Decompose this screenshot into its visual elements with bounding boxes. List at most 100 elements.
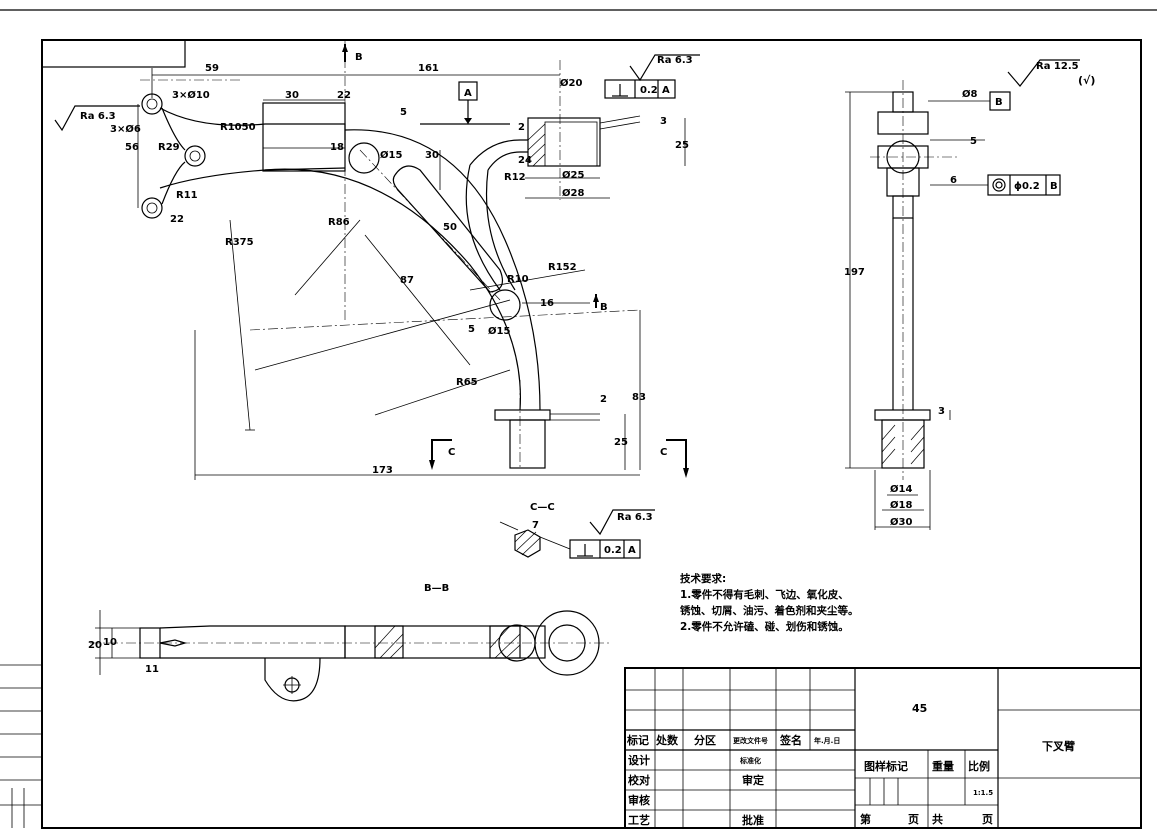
tb-sheet-no: 第	[860, 812, 871, 826]
dim-r152: R152	[548, 262, 577, 273]
main-view	[137, 40, 689, 480]
section-mark-b-top: B	[355, 52, 363, 63]
dim-phi30: Ø30	[890, 516, 912, 528]
tb-header-change-doc: 更改文件号	[733, 736, 768, 745]
section-bb-title: B—B	[424, 583, 449, 594]
tech-notes-line-2: 锈蚀、切屑、油污、着色剂和夹尘等。	[680, 604, 859, 617]
dim-r65: R65	[456, 377, 478, 388]
dim-16: 16	[540, 298, 554, 309]
tb-header-date: 年.月.日	[814, 736, 840, 745]
dim-25-b: 25	[675, 140, 689, 151]
dim-6: 6	[950, 175, 957, 186]
dim-phi18: Ø18	[890, 499, 912, 511]
dim-83: 83	[632, 392, 646, 403]
roughness-symbols	[54, 54, 1080, 536]
tb-sheet-page: 页	[908, 813, 919, 826]
dim-2-b: 2	[518, 122, 525, 133]
section-cc	[499, 521, 571, 558]
dim-3-b: 3	[938, 406, 945, 417]
dim-18: 18	[330, 142, 344, 153]
tb-sheets-page: 页	[982, 813, 993, 826]
tb-header-mark: 标记	[626, 733, 649, 747]
tb-role-process: 工艺	[628, 813, 650, 827]
dim-197: 197	[844, 267, 865, 278]
dim-25: 25	[614, 437, 628, 448]
dim-59: 59	[205, 63, 219, 74]
tb-scale-label: 比例	[968, 759, 990, 773]
side-view	[845, 80, 990, 530]
dim-3xphi10: 3×Ø10	[172, 89, 210, 101]
dim-r86: R86	[328, 217, 350, 228]
dim-173: 173	[372, 465, 393, 476]
dim-3xphi6: 3×Ø6	[110, 123, 141, 135]
coax-value: ϕ0.2	[1014, 181, 1040, 192]
tech-notes-line-1: 1.零件不得有毛刺、飞边、氧化皮、	[680, 588, 849, 601]
section-mark-b-right: B	[600, 302, 608, 313]
tolerance-frames	[569, 79, 1061, 559]
dim-3: 3	[660, 116, 667, 127]
dim-22: 22	[337, 90, 351, 101]
tb-header-count: 处数	[655, 733, 679, 747]
tech-notes-heading: 技术要求:	[680, 572, 726, 585]
roughness-ra125: Ra 12.5	[1036, 61, 1079, 72]
dim-22-b: 22	[170, 214, 184, 225]
coax-datum: B	[1050, 181, 1058, 192]
tb-weight: 重量	[932, 759, 954, 773]
dim-161: 161	[418, 63, 439, 74]
dim-5: 5	[400, 107, 407, 118]
dim-24: 24	[518, 155, 532, 166]
perp-value-cc: 0.2	[604, 545, 622, 556]
tb-header-signature: 签名	[779, 733, 802, 747]
dim-56: 56	[125, 142, 139, 153]
dim-phi25: Ø25	[562, 169, 584, 181]
dim-5-b: 5	[468, 324, 475, 335]
section-bb	[90, 610, 610, 702]
tb-role-check: 校对	[628, 773, 650, 787]
tech-notes-line-3: 2.零件不允许磕、碰、划伤和锈蚀。	[680, 620, 849, 633]
dim-50: 50	[443, 222, 457, 233]
roughness-ra63-left: Ra 6.3	[80, 111, 116, 122]
datum-b-label: B	[995, 97, 1003, 108]
section-cc-title: C—C	[530, 502, 555, 513]
tb-header-zone: 分区	[694, 733, 716, 747]
section-mark-c-left: C	[448, 447, 455, 458]
tb-drawing-mark: 图样标记	[864, 759, 908, 773]
tb-scale-value: 1:1.5	[973, 789, 993, 797]
section-mark-c-right: C	[660, 447, 667, 458]
tb-role-approve: 批准	[742, 813, 764, 827]
dim-phi20: Ø20	[560, 77, 582, 89]
roughness-ra63-cc: Ra 6.3	[617, 512, 653, 523]
dim-20: 20	[88, 640, 102, 651]
dim-87: 87	[400, 275, 414, 286]
datum-a-label: A	[464, 88, 472, 99]
tb-role-review: 审核	[628, 793, 650, 807]
drawing-text: 59 161 30 22 5 18 Ø15 30 3×Ø10 3×Ø6 R10 5…	[80, 52, 1095, 827]
dim-30-b: 30	[425, 150, 439, 161]
roughness-ra63-top: Ra 6.3	[657, 55, 693, 66]
dim-11: 11	[145, 664, 159, 675]
tb-sheets-total: 共	[932, 812, 943, 826]
perp-value-top: 0.2	[640, 85, 658, 96]
dim-r11: R11	[176, 190, 198, 201]
tb-role-approve-audit: 审定	[742, 773, 764, 787]
dim-r375: R375	[225, 237, 254, 248]
perp-datum-top: A	[662, 85, 670, 96]
dim-r29: R29	[158, 142, 180, 153]
tb-role-design: 设计	[628, 753, 650, 767]
sheet-border	[0, 9, 1157, 829]
dim-phi28: Ø28	[562, 187, 584, 199]
dim-10: 10	[103, 637, 117, 648]
dim-phi14: Ø14	[890, 483, 912, 495]
dim-phi15-a: Ø15	[380, 149, 402, 161]
dim-5-c: 5	[970, 136, 977, 147]
dim-30: 30	[285, 90, 299, 101]
dim-phi15-b: Ø15	[488, 325, 510, 337]
dim-r12: R12	[504, 172, 526, 183]
tb-role-standardize: 标准化	[739, 756, 761, 765]
tb-part-name: 下叉臂	[1042, 739, 1075, 753]
dim-r10: R10	[507, 274, 529, 285]
tb-material: 45	[912, 702, 927, 715]
dim-7: 7	[532, 520, 539, 531]
perp-datum-cc: A	[628, 545, 636, 556]
